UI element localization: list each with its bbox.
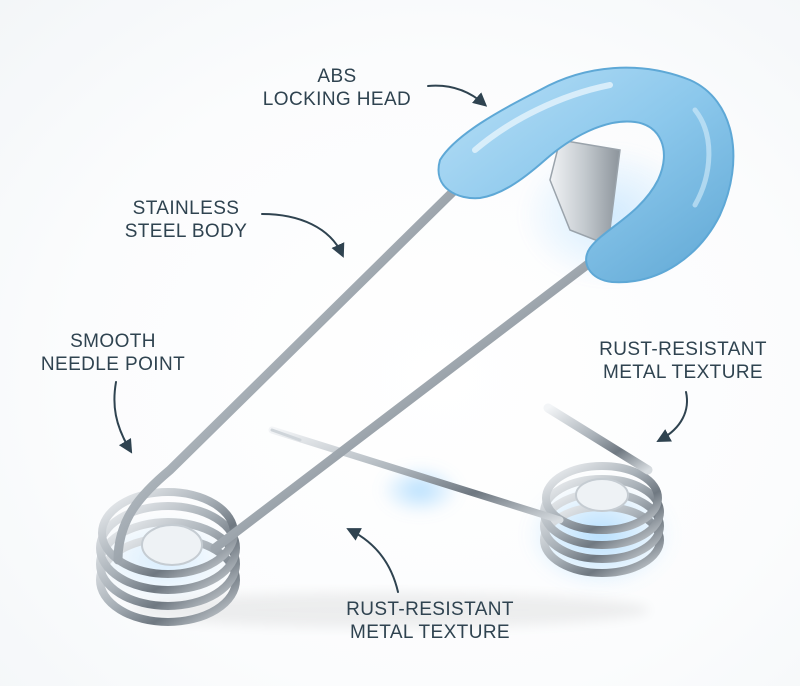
- label-abs-line1: ABS: [317, 66, 357, 87]
- label-rust-resistant-right: RUST-RESISTANT METAL TEXTURE: [588, 338, 778, 384]
- left-coil-eye: [141, 524, 203, 566]
- arrow-needle-point: [113, 381, 133, 454]
- arrow-abs-head: [427, 84, 488, 107]
- pin-shadow: [130, 592, 650, 628]
- label-stainless-steel-body: STAINLESS STEEL BODY: [118, 197, 254, 243]
- label-smooth-needle-point: SMOOTH NEEDLE POINT: [38, 330, 188, 376]
- label-steel-line1: STAINLESS: [132, 198, 240, 219]
- label-rust-right-line1: RUST-RESISTANT: [599, 339, 767, 360]
- label-needle-line2: NEEDLE POINT: [40, 354, 186, 375]
- clasp-plate: [549, 139, 621, 247]
- label-rust-bottom-line2: METAL TEXTURE: [349, 622, 511, 643]
- leader-arrows: [113, 84, 688, 593]
- needle-shaft: [268, 426, 564, 524]
- label-abs-locking-head: ABS LOCKING HEAD: [258, 65, 416, 111]
- label-needle-line1: SMOOTH: [70, 331, 156, 352]
- abs-locking-head: [437, 66, 735, 284]
- label-rust-right-line2: METAL TEXTURE: [602, 362, 764, 383]
- right-coil-tail: [543, 403, 653, 475]
- label-rust-resistant-bottom: RUST-RESISTANT METAL TEXTURE: [330, 598, 530, 644]
- right-coil-eye: [575, 478, 629, 512]
- arrow-steel-body: [261, 213, 345, 258]
- needle-tip: [270, 428, 302, 442]
- inner-body-wire: [210, 250, 605, 553]
- outer-body-wire: [113, 170, 475, 565]
- arrow-rust-bottom: [346, 528, 399, 593]
- label-abs-line2: LOCKING HEAD: [262, 89, 412, 110]
- label-steel-line2: STEEL BODY: [124, 221, 248, 242]
- label-rust-bottom-line1: RUST-RESISTANT: [346, 599, 514, 620]
- arrow-rust-right: [656, 391, 688, 443]
